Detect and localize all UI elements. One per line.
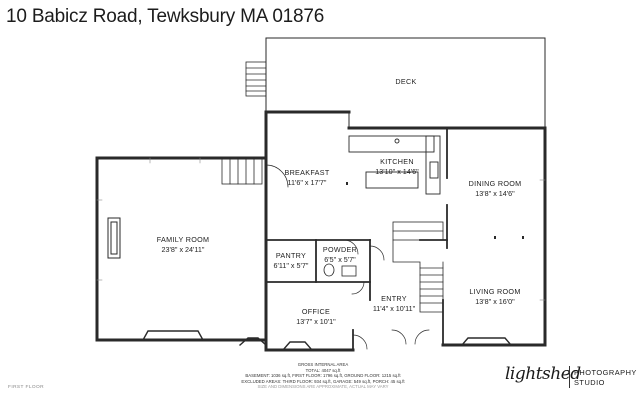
room-dims-breakfast: 11'6" x 17'7" — [287, 178, 327, 187]
room-dims-powder: 6'5" x 5'7" — [324, 255, 356, 264]
room-dims-family: 23'8" x 24'11" — [161, 245, 205, 254]
property-address: 10 Babicz Road, Tewksbury MA 01876 — [6, 6, 325, 27]
room-name-dining: DINING ROOM — [468, 179, 522, 188]
room-label-living: LIVING ROOM 13'8" x 16'0" — [469, 287, 520, 307]
bay-windows — [142, 330, 512, 351]
room-name-entry: ENTRY — [381, 294, 407, 303]
window-marks — [96, 157, 546, 301]
interior-walls — [265, 127, 448, 351]
room-dims-entry: 11'4" x 10'11" — [372, 304, 416, 313]
column-markers — [346, 182, 524, 239]
room-name-breakfast: BREAKFAST — [284, 168, 330, 177]
deck-stairs — [245, 61, 267, 97]
room-dims-office: 13'7" x 10'1" — [296, 317, 336, 326]
room-dims-living: 13'8" x 16'0" — [475, 297, 515, 306]
entry-stairs — [392, 221, 444, 313]
powder-fixtures — [323, 263, 357, 277]
family-stairs — [221, 157, 263, 185]
logo-line-1: PHOTOGRAPHY — [574, 368, 637, 377]
room-label-breakfast: BREAKFAST 11'6" x 17'7" — [284, 168, 329, 188]
room-label-powder: POWDER 6'5" x 5'7" — [323, 245, 357, 265]
kitchen-counters — [348, 135, 441, 195]
room-name-powder: POWDER — [322, 245, 358, 254]
room-label-entry: ENTRY 11'4" x 10'11" — [373, 294, 415, 314]
area-summary-heading: GROSS INTERNAL AREA — [297, 362, 349, 367]
area-summary-disclaimer: SIZE AND DIMENSIONS ARE APPROXIMATE, ACT… — [257, 384, 389, 390]
exterior-walls — [95, 110, 547, 352]
room-label-family: FAMILY ROOM 23'8" x 24'11" — [157, 235, 210, 255]
area-summary-floors: BASEMENT: 1036 sq.ft, FIRST FLOOR: 1796 … — [245, 373, 401, 379]
room-dims-kitchen: 13'10" x 14'6" — [375, 167, 419, 176]
room-label-kitchen: KITCHEN 13'10" x 14'6" — [375, 157, 418, 177]
room-dims-pantry: 6'11" x 5'7" — [273, 261, 309, 270]
room-name-kitchen: KITCHEN — [380, 157, 414, 166]
area-summary: GROSS INTERNAL AREA TOTAL: 4047 sq.ft BA… — [241, 362, 404, 390]
fireplace — [107, 217, 121, 259]
area-summary-excluded: EXCLUDED AREAS: THIRD FLOOR: 934 sq.ft, … — [241, 378, 405, 384]
room-dims-dining: 13'8" x 14'6" — [475, 189, 515, 198]
room-name-office: OFFICE — [301, 307, 331, 316]
logo-divider — [569, 366, 570, 388]
logo-line-2: STUDIO — [574, 378, 605, 387]
room-name-family: FAMILY ROOM — [156, 235, 210, 244]
room-name-pantry: PANTRY — [275, 251, 307, 260]
logo-wordmark: lightshed — [505, 364, 581, 384]
room-name-deck: DECK — [395, 77, 417, 86]
room-label-office: OFFICE 13'7" x 10'1" — [296, 307, 335, 327]
room-label-dining: DINING ROOM 13'8" x 14'6" — [469, 179, 522, 199]
area-summary-total: TOTAL: 4047 sq.ft — [305, 367, 341, 373]
room-label-pantry: PANTRY 6'11" x 5'7" — [274, 251, 309, 271]
logo-text: PHOTOGRAPHY STUDIO — [574, 368, 637, 388]
room-label-deck: DECK — [395, 77, 416, 87]
room-name-living: LIVING ROOM — [469, 287, 521, 296]
floor-label: FIRST FLOOR — [8, 385, 45, 390]
door-swings — [265, 164, 430, 350]
